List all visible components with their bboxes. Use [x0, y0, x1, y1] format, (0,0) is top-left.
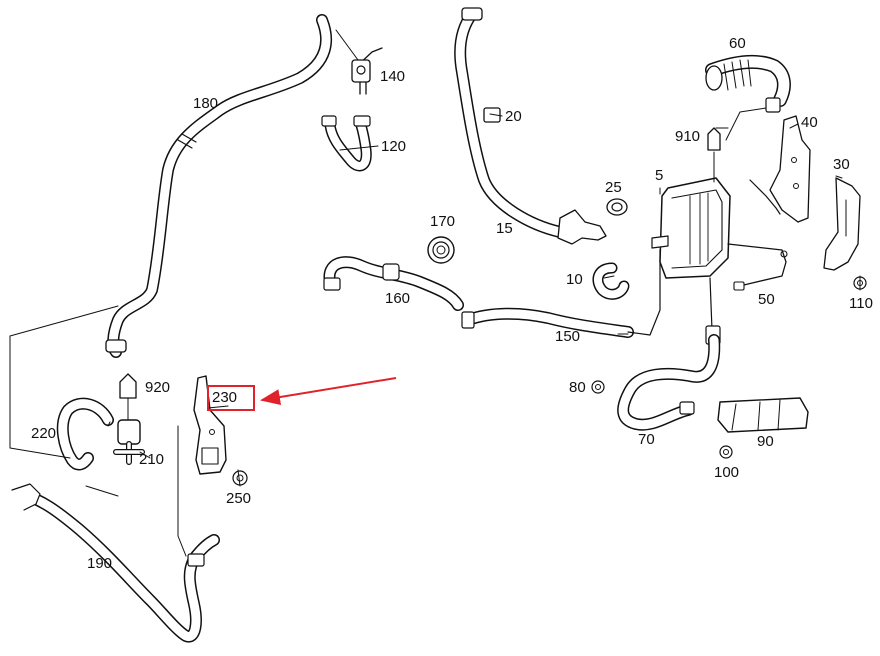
part-label-70: 70	[638, 431, 655, 448]
hose-190	[11, 483, 220, 643]
valve-210	[113, 419, 145, 465]
hose-160	[323, 256, 464, 311]
part-label-220: 220	[31, 425, 57, 442]
hose-150	[461, 249, 661, 338]
nut-100	[719, 445, 733, 459]
hose-70	[617, 334, 721, 431]
hose-220	[56, 397, 114, 471]
hose-120	[321, 115, 372, 172]
connector-140	[351, 47, 383, 95]
part-label-40: 40	[801, 114, 818, 131]
hose-180	[105, 14, 333, 358]
part-label-190: 190	[87, 555, 113, 572]
part-label-30: 30	[833, 156, 850, 173]
hose-15	[454, 7, 607, 245]
part-label-910: 910	[675, 128, 701, 145]
duct-60	[705, 54, 791, 113]
part-label-230: 230	[212, 389, 238, 406]
part-label-25: 25	[605, 179, 622, 196]
part-label-100: 100	[714, 464, 740, 481]
connector-910	[707, 127, 721, 183]
hose-10	[592, 262, 630, 300]
part-label-160: 160	[385, 290, 411, 307]
heater-5	[651, 177, 731, 345]
wire-50	[727, 243, 788, 291]
bracket-30	[823, 177, 861, 271]
part-label-50: 50	[758, 291, 775, 308]
pointer-arrow	[260, 377, 397, 405]
part-label-5: 5	[655, 167, 664, 184]
part-label-110: 110	[849, 295, 873, 312]
part-label-80: 80	[569, 379, 586, 396]
grommet-170	[427, 236, 455, 264]
part-label-60: 60	[729, 35, 746, 52]
part-label-10: 10	[566, 271, 583, 288]
part-label-250: 250	[226, 490, 252, 507]
component-90	[717, 397, 809, 433]
leader-lines	[9, 29, 861, 557]
highlight-box-230	[207, 385, 255, 411]
part-label-210: 210	[139, 451, 165, 468]
part-label-180: 180	[193, 95, 219, 112]
nut-80	[591, 380, 605, 394]
part-label-120: 120	[381, 138, 407, 155]
part-label-140: 140	[380, 68, 406, 85]
grommet-25	[606, 198, 628, 216]
part-label-15: 15	[496, 220, 513, 237]
part-label-20: 20	[505, 108, 522, 125]
clip-20	[483, 107, 501, 123]
part-label-170: 170	[430, 213, 456, 230]
part-label-920: 920	[145, 379, 171, 396]
part-label-150: 150	[555, 328, 581, 345]
connector-920	[119, 373, 137, 399]
bracket-40	[749, 115, 811, 223]
part-label-90: 90	[757, 433, 774, 450]
